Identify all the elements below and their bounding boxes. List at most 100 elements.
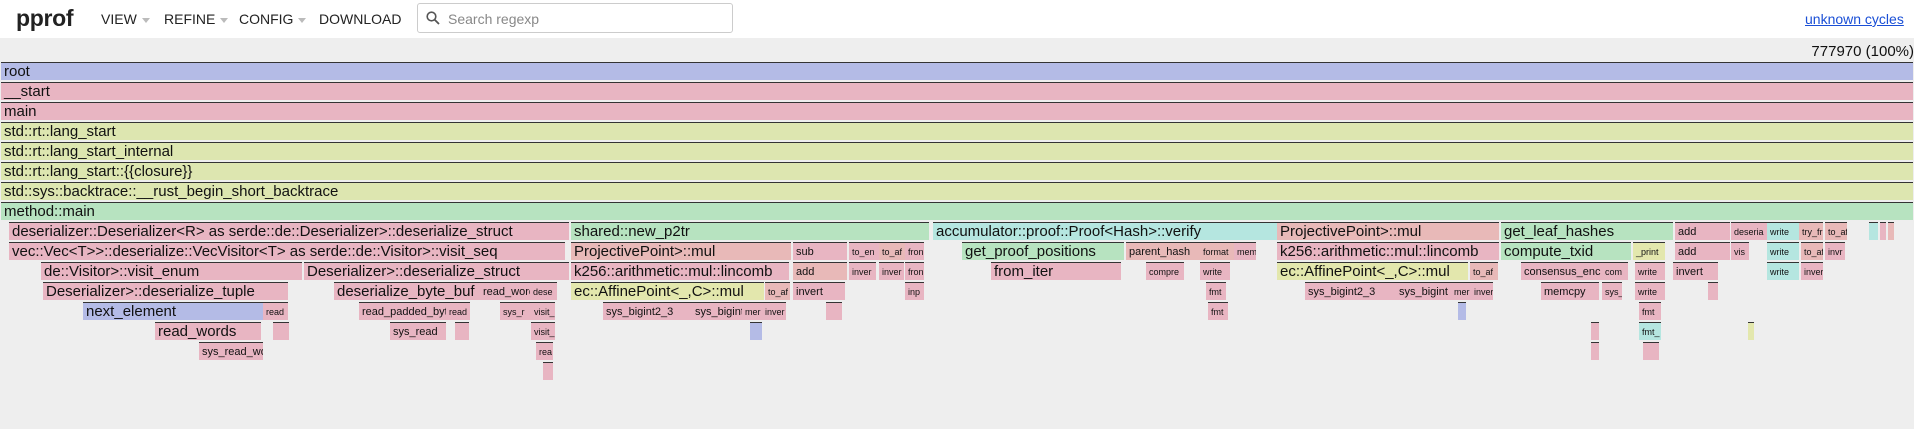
flame-frame[interactable]: vec::Vec<T>>::deserialize::VecVisitor<T>…: [9, 242, 565, 260]
flame-frame[interactable]: [273, 322, 289, 340]
flame-frame[interactable]: std::rt::lang_start::{{closure}}: [1, 162, 1913, 180]
flame-frame[interactable]: [1708, 282, 1718, 300]
flame-frame[interactable]: sys_bigint: [1396, 282, 1451, 300]
refine-menu[interactable]: REFINE: [164, 11, 229, 27]
flame-frame[interactable]: read: [446, 302, 470, 320]
flame-frame[interactable]: to_af: [1801, 242, 1823, 260]
flame-frame[interactable]: write: [1635, 262, 1665, 280]
flame-frame[interactable]: inp: [905, 282, 924, 300]
flame-frame[interactable]: inver: [849, 262, 876, 280]
flame-frame[interactable]: sys_r: [500, 302, 531, 320]
flame-frame[interactable]: to_af: [765, 282, 790, 300]
flame-frame[interactable]: k256::arithmetic::mul::lincomb: [1277, 242, 1499, 260]
flame-frame[interactable]: Deserializer>::deserialize_struct: [304, 262, 569, 280]
flame-frame[interactable]: dese: [530, 282, 557, 300]
flame-frame[interactable]: fmt: [1639, 302, 1661, 320]
config-menu[interactable]: CONFIG: [239, 11, 307, 27]
flame-frame[interactable]: read_words: [155, 322, 261, 340]
flame-frame[interactable]: [1591, 342, 1599, 360]
flame-frame[interactable]: invert: [793, 282, 845, 300]
flame-frame[interactable]: [1591, 322, 1599, 340]
flame-frame[interactable]: to_en: [849, 242, 879, 260]
flame-frame[interactable]: [1880, 222, 1886, 240]
flame-frame[interactable]: __start: [1, 82, 1913, 100]
flame-frame[interactable]: fron: [905, 242, 924, 260]
flame-frame[interactable]: sub: [793, 242, 847, 260]
flame-frame[interactable]: sys_bigint2_3: [1305, 282, 1396, 300]
flame-frame[interactable]: write: [1635, 282, 1665, 300]
flame-frame[interactable]: sys_bigint: [692, 302, 742, 320]
flame-frame[interactable]: write: [1200, 262, 1230, 280]
flame-frame[interactable]: compute_txid: [1501, 242, 1631, 260]
flame-frame[interactable]: ProjectivePoint>::mul: [571, 242, 791, 260]
flame-frame[interactable]: std::rt::lang_start_internal: [1, 142, 1913, 160]
flame-frame[interactable]: write: [1767, 222, 1799, 240]
flame-frame[interactable]: [1643, 342, 1659, 360]
flame-frame[interactable]: mem: [1234, 242, 1256, 260]
flame-frame[interactable]: to_af: [879, 242, 905, 260]
flame-frame[interactable]: to_af: [1825, 222, 1847, 240]
view-menu[interactable]: VIEW: [101, 11, 150, 27]
flame-frame[interactable]: get_proof_positions: [962, 242, 1124, 260]
flame-frame[interactable]: [826, 302, 842, 320]
flame-frame[interactable]: de::Visitor>::visit_enum: [41, 262, 302, 280]
flame-frame[interactable]: Deserializer>::deserialize_tuple: [43, 282, 288, 300]
flame-frame[interactable]: [750, 322, 762, 340]
flame-frame[interactable]: std::rt::lang_start: [1, 122, 1913, 140]
flame-frame[interactable]: [1888, 222, 1894, 240]
flame-frame[interactable]: fmt: [1208, 302, 1228, 320]
flame-frame[interactable]: get_leaf_hashes: [1501, 222, 1673, 240]
flame-frame[interactable]: read_word: [480, 282, 530, 300]
flame-frame[interactable]: [455, 322, 469, 340]
flame-frame[interactable]: invr: [1825, 242, 1845, 260]
flame-frame[interactable]: ec::AffinePoint<_,C>::mul: [1277, 262, 1468, 280]
flame-frame[interactable]: parent_hash: [1126, 242, 1200, 260]
flame-frame[interactable]: add: [1675, 242, 1730, 260]
flame-frame[interactable]: ProjectivePoint>::mul: [1277, 222, 1499, 240]
flame-frame[interactable]: main: [1, 102, 1913, 120]
flame-frame[interactable]: deserialize_byte_buf: [334, 282, 480, 300]
flame-frame[interactable]: [1869, 222, 1878, 240]
flame-frame[interactable]: write: [1767, 262, 1799, 280]
flame-frame[interactable]: add: [1675, 222, 1730, 240]
flame-frame[interactable]: mer: [742, 302, 762, 320]
flame-frame[interactable]: sys_: [1602, 282, 1622, 300]
flame-frame[interactable]: write: [1767, 242, 1799, 260]
download-menu[interactable]: DOWNLOAD: [319, 11, 401, 27]
flame-frame[interactable]: compre: [1146, 262, 1184, 280]
flame-frame[interactable]: shared::new_p2tr: [571, 222, 929, 240]
flame-frame[interactable]: vis: [1731, 242, 1749, 260]
flame-frame[interactable]: ec::AffinePoint<_,C>::mul: [571, 282, 764, 300]
flame-frame[interactable]: inver: [1471, 282, 1493, 300]
flame-frame[interactable]: visit_: [531, 302, 555, 320]
flame-frame[interactable]: root: [1, 62, 1913, 80]
flame-frame[interactable]: inver: [762, 302, 786, 320]
flame-frame[interactable]: [1748, 322, 1754, 340]
flame-frame[interactable]: method::main: [1, 202, 1913, 220]
flame-frame[interactable]: [543, 362, 553, 380]
flame-frame[interactable]: from_iter: [991, 262, 1121, 280]
flame-frame[interactable]: next_element: [83, 302, 263, 320]
flame-frame[interactable]: consensus_enc: [1521, 262, 1602, 280]
flame-frame[interactable]: _print: [1633, 242, 1665, 260]
flame-frame[interactable]: sys_read_wo: [199, 342, 263, 360]
flame-frame[interactable]: rea: [536, 342, 553, 360]
flame-frame[interactable]: try_fr: [1799, 222, 1823, 240]
flame-frame[interactable]: sys_bigint2_3: [603, 302, 692, 320]
flame-frame[interactable]: sys_read: [390, 322, 446, 340]
flame-frame[interactable]: [1458, 302, 1466, 320]
flame-frame[interactable]: std::sys::backtrace::__rust_begin_short_…: [1, 182, 1913, 200]
unknown-cycles-link[interactable]: unknown cycles: [1805, 11, 1904, 27]
flame-frame[interactable]: inver: [1801, 262, 1823, 280]
flame-frame[interactable]: deserializer::Deserializer<R> as serde::…: [9, 222, 569, 240]
flame-frame[interactable]: fmt: [1206, 282, 1226, 300]
flame-frame[interactable]: accumulator::proof::Proof<Hash>::verify: [933, 222, 1307, 240]
flame-frame[interactable]: k256::arithmetic::mul::lincomb: [571, 262, 789, 280]
flame-frame[interactable]: inver: [879, 262, 904, 280]
flame-frame[interactable]: fmt_: [1639, 322, 1661, 340]
flame-frame[interactable]: visit_: [531, 322, 555, 340]
flame-frame[interactable]: com: [1602, 262, 1628, 280]
flame-frame[interactable]: read_padded_byt: [359, 302, 446, 320]
flame-frame[interactable]: format: [1200, 242, 1234, 260]
search-input[interactable]: [446, 8, 730, 30]
